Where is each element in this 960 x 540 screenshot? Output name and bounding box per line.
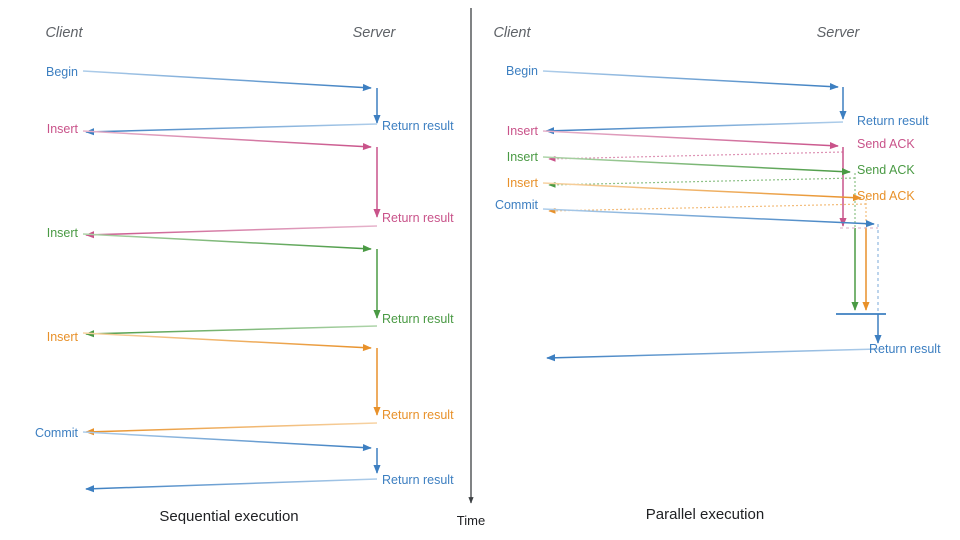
- message-label: Return result: [382, 119, 454, 133]
- message-arrow: [82, 70, 372, 92]
- message-arrow: [85, 422, 378, 436]
- time-axis-label: Time: [457, 513, 485, 528]
- message-label: Return result: [382, 211, 454, 225]
- message-label: Return result: [857, 114, 929, 128]
- message-par-insert-2: Insert: [507, 150, 851, 176]
- message-arrow: [542, 156, 851, 176]
- message-label-ack-2: Send ACK: [857, 163, 915, 177]
- message-arrow: [546, 348, 879, 362]
- message-label: Begin: [46, 65, 78, 79]
- message-label: Insert: [47, 122, 79, 136]
- message-par-begin: Begin: [506, 64, 839, 91]
- message-par-insert-3: Insert: [507, 176, 862, 202]
- message-label: Return result: [382, 312, 454, 326]
- message-label: Insert: [47, 226, 79, 240]
- message-arrow: [545, 121, 844, 135]
- message-arrow: [85, 225, 378, 239]
- message-seq-commit: Commit: [35, 426, 372, 452]
- message-seq-ret-commit: Return result: [85, 473, 454, 493]
- message-label: Return result: [869, 342, 941, 356]
- message-arrow: [542, 182, 862, 202]
- ack-return-green: [548, 177, 856, 188]
- caption-parallel: Parallel execution: [646, 506, 764, 523]
- message-arrow: [542, 208, 875, 228]
- message-seq-ret-insert-1: Return result: [85, 211, 454, 239]
- message-label: Begin: [506, 64, 538, 78]
- message-seq-begin: Begin: [46, 65, 372, 92]
- message-label-ack-3: Send ACK: [857, 189, 915, 203]
- lane-title-client-parallel: Client: [493, 25, 531, 41]
- message-par-insert-1: Insert: [507, 124, 839, 150]
- message-arrow: [82, 332, 372, 352]
- message-arrow: [542, 70, 839, 91]
- message-arrow: [85, 325, 378, 338]
- message-label: Commit: [495, 198, 539, 212]
- message-arrow: [82, 431, 372, 452]
- message-seq-ret-insert-3: Return result: [85, 408, 454, 436]
- message-label: Return result: [382, 408, 454, 422]
- message-arrow: [542, 130, 839, 150]
- ack-return-orange: [548, 203, 867, 214]
- message-seq-insert-2: Insert: [47, 226, 372, 253]
- message-label: Insert: [507, 124, 539, 138]
- message-label: Return result: [382, 473, 454, 487]
- message-label: Insert: [507, 150, 539, 164]
- panel-parallel: Client Server Begin Return result Insert…: [493, 25, 941, 523]
- message-seq-insert-3: Insert: [47, 330, 372, 352]
- message-arrow: [82, 233, 372, 253]
- message-arrow: [82, 130, 372, 151]
- lane-title-server-parallel: Server: [817, 25, 861, 41]
- message-seq-ret-begin: Return result: [85, 119, 454, 136]
- message-par-ret-begin: Return result: [545, 114, 929, 135]
- message-label-ack-1: Send ACK: [857, 137, 915, 151]
- message-par-commit: Commit: [495, 198, 875, 228]
- ack-return-pink: [548, 151, 844, 162]
- lane-title-client-sequential: Client: [45, 25, 83, 41]
- message-arrow: [85, 123, 378, 136]
- message-seq-insert-1: Insert: [47, 122, 372, 151]
- message-label: Insert: [507, 176, 539, 190]
- message-label: Commit: [35, 426, 79, 440]
- panel-sequential: Client Server Begin Return result Insert: [35, 25, 454, 525]
- lane-title-server-sequential: Server: [353, 25, 397, 41]
- message-seq-ret-insert-2: Return result: [85, 312, 454, 338]
- message-arrow: [85, 478, 378, 493]
- time-axis: Time: [457, 8, 485, 528]
- caption-sequential: Sequential execution: [159, 508, 298, 525]
- message-par-ret-commit: Return result: [546, 342, 941, 362]
- message-label: Insert: [47, 330, 79, 344]
